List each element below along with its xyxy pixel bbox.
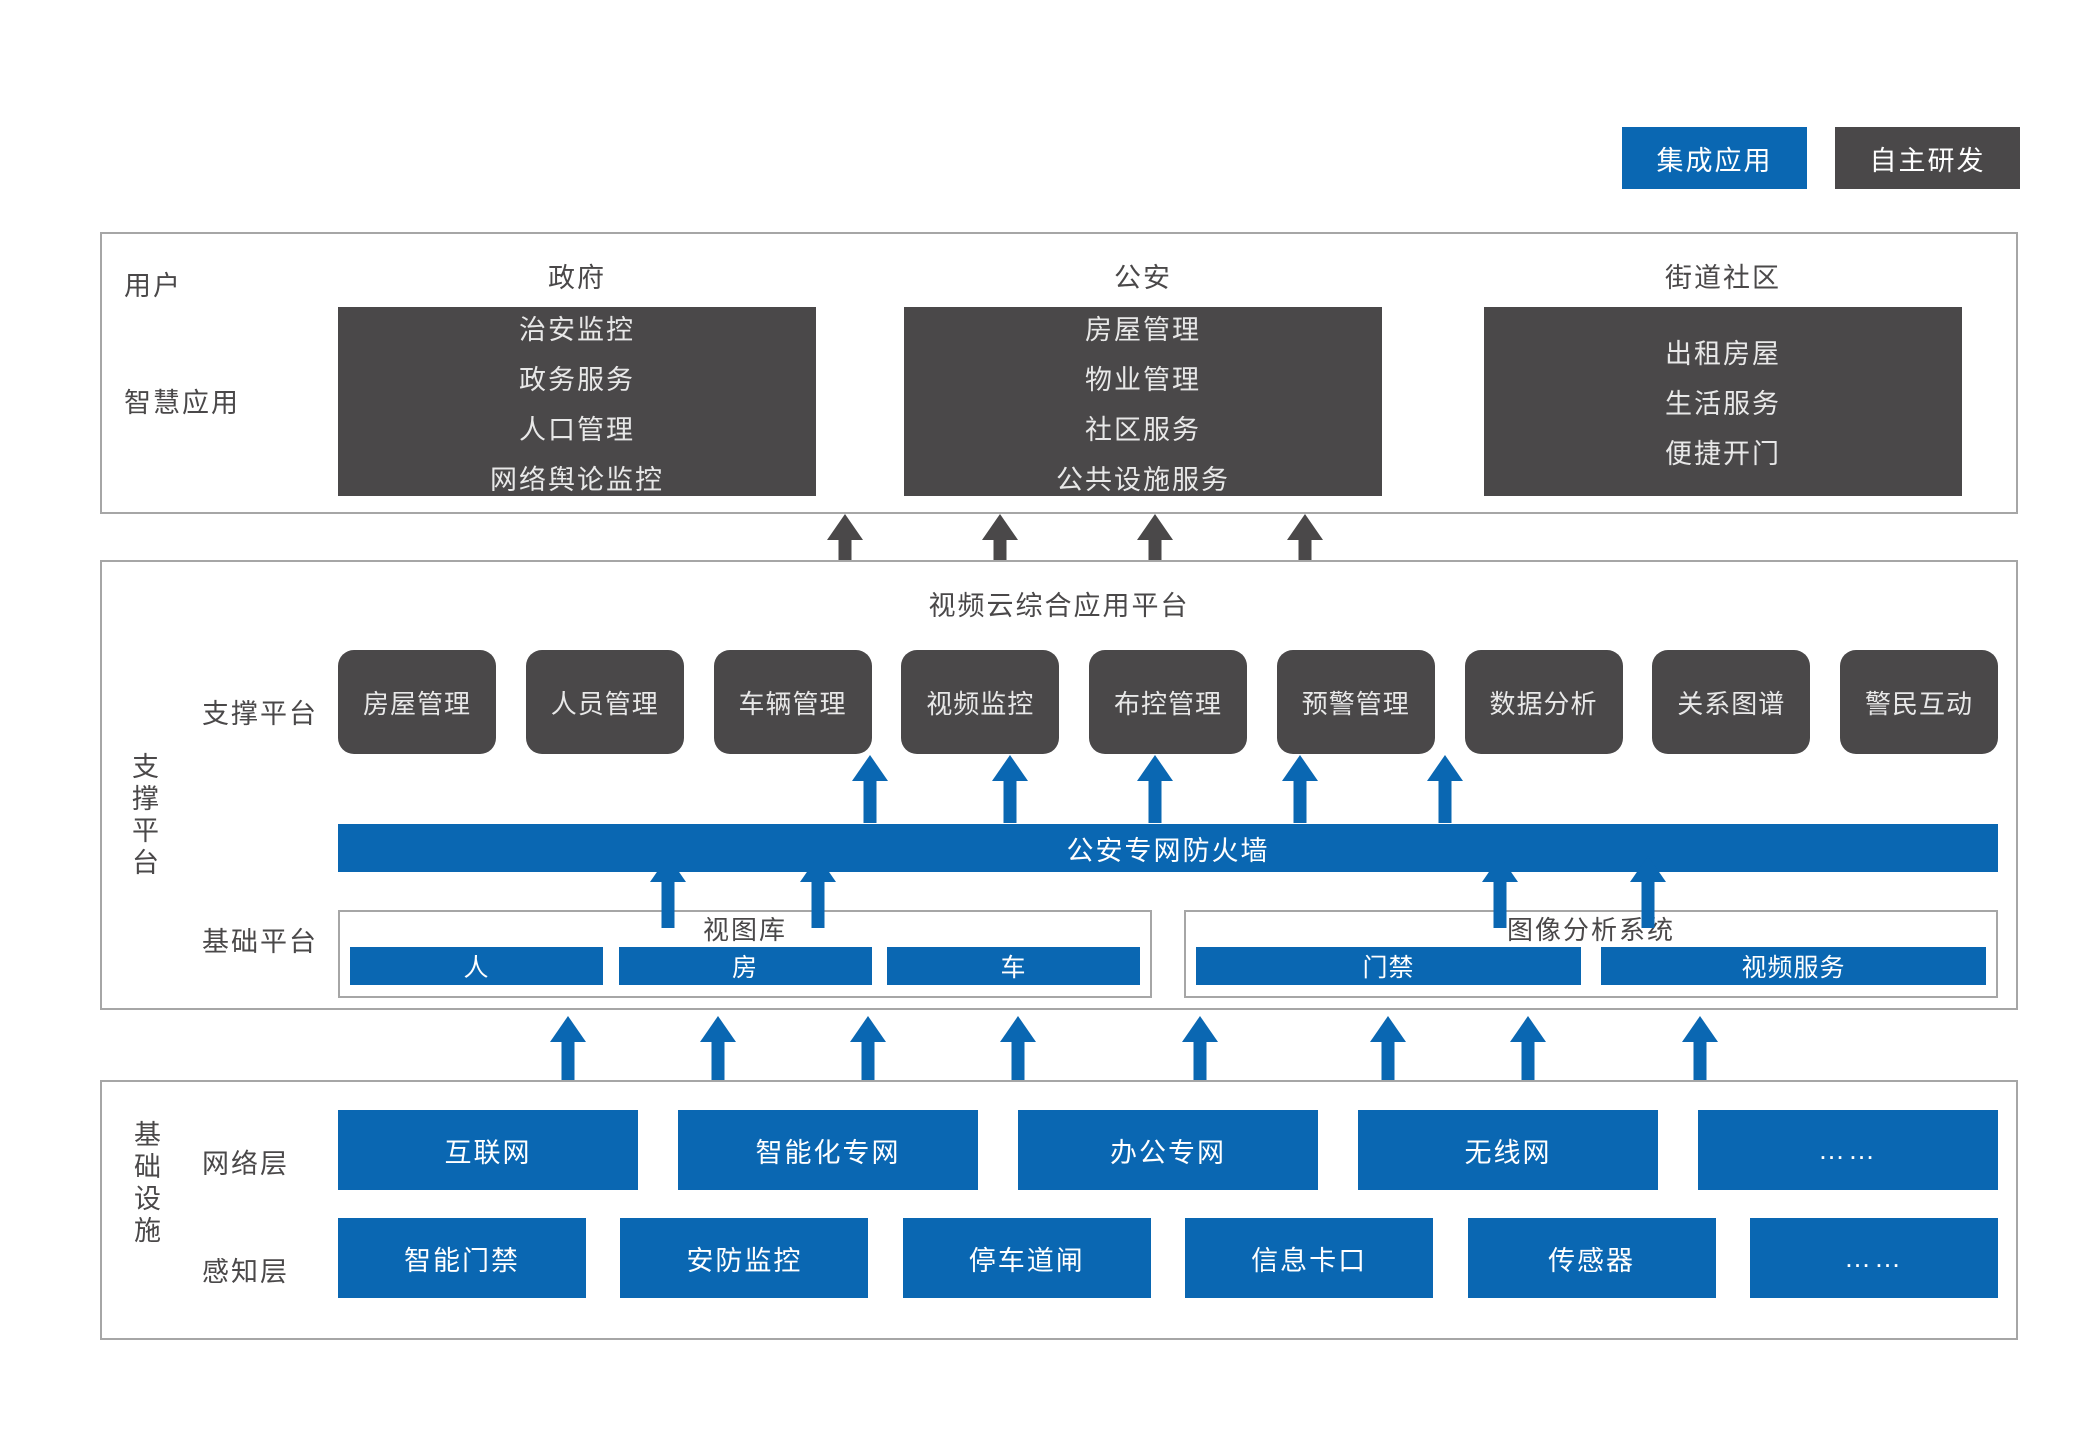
base-item-vehicle[interactable]: 车 — [887, 947, 1140, 985]
support-button-early-warning[interactable]: 预警管理 — [1276, 650, 1435, 754]
application-box-public-security: 房屋管理 物业管理 社区服务 公共设施服务 — [904, 307, 1382, 496]
base-group-items: 人 房 车 — [340, 947, 1150, 985]
application-item: 政务服务 — [519, 365, 635, 395]
base-item-person[interactable]: 人 — [350, 947, 603, 985]
sense-cell-information-checkpoint[interactable]: 信息卡口 — [1185, 1218, 1434, 1298]
application-item: 社区服务 — [1085, 415, 1201, 445]
support-button-police-public-interaction[interactable]: 警民互动 — [1840, 650, 1998, 754]
network-cell-office-private-network[interactable]: 办公专网 — [1018, 1110, 1318, 1190]
application-item: 治安监控 — [519, 315, 635, 345]
application-item: 公共设施服务 — [1056, 465, 1230, 495]
platform-layer-section: 视频云综合应用平台 支撑平台 支撑平台 基础平台 房屋管理 人员管理 车辆管理 … — [100, 560, 2018, 1010]
sense-cell-security-monitoring[interactable]: 安防监控 — [620, 1218, 869, 1298]
application-column-title: 公安 — [1114, 263, 1172, 293]
application-item: 生活服务 — [1665, 389, 1781, 419]
row-label-base-platform: 基础平台 — [202, 927, 318, 957]
base-group-items: 门禁 视频服务 — [1186, 947, 1996, 985]
legend-chip-label: 自主研发 — [1869, 145, 1986, 176]
support-button-vehicle-management[interactable]: 车辆管理 — [713, 650, 872, 754]
base-group-title: 图像分析系统 — [1506, 915, 1675, 945]
application-item: 网络舆论监控 — [490, 465, 664, 495]
network-layer-row: 互联网 智能化专网 办公专网 无线网 …… — [338, 1110, 1998, 1190]
support-button-data-analysis[interactable]: 数据分析 — [1464, 650, 1623, 754]
base-group-image-analysis-system: 图像分析系统 门禁 视频服务 — [1184, 910, 1998, 998]
row-label-user: 用户 — [124, 271, 182, 301]
platform-title: 视频云综合应用平台 — [928, 591, 1190, 621]
base-item-access-control[interactable]: 门禁 — [1196, 947, 1581, 985]
vertical-label-support-platform: 支撑平台 — [128, 752, 158, 880]
application-item: 物业管理 — [1085, 365, 1201, 395]
support-button-video-surveillance[interactable]: 视频监控 — [901, 650, 1060, 754]
application-column-title: 街道社区 — [1665, 263, 1781, 293]
support-button-relationship-graph[interactable]: 关系图谱 — [1652, 650, 1811, 754]
base-item-house[interactable]: 房 — [618, 947, 872, 985]
sense-cell-parking-barrier[interactable]: 停车道闸 — [902, 1218, 1151, 1298]
sense-cell-smart-access-control[interactable]: 智能门禁 — [338, 1218, 586, 1298]
sensing-layer-row: 智能门禁 安防监控 停车道闸 信息卡口 传感器 …… — [338, 1218, 1998, 1298]
base-item-video-service[interactable]: 视频服务 — [1601, 947, 1986, 985]
application-column-public-security: 公安 房屋管理 物业管理 社区服务 公共设施服务 — [904, 256, 1382, 496]
base-group-view-library: 视图库 人 房 车 — [338, 910, 1152, 998]
vertical-label-infrastructure: 基础设施 — [130, 1120, 160, 1248]
application-column-government: 政府 治安监控 政务服务 人口管理 网络舆论监控 — [338, 256, 816, 496]
network-cell-ellipsis[interactable]: …… — [1698, 1110, 1998, 1190]
row-label-support-platform: 支撑平台 — [202, 699, 318, 729]
support-button-house-management[interactable]: 房屋管理 — [338, 650, 496, 754]
application-item: 人口管理 — [519, 415, 635, 445]
support-button-deployment-control[interactable]: 布控管理 — [1089, 650, 1247, 754]
support-platform-button-row: 房屋管理 人员管理 车辆管理 视频监控 布控管理 预警管理 数据分析 关系图谱 … — [338, 650, 1998, 754]
legend-chip-integrated-app: 集成应用 — [1622, 127, 1807, 189]
row-label-network-layer: 网络层 — [202, 1149, 289, 1179]
application-item: 出租房屋 — [1665, 339, 1781, 369]
network-cell-internet[interactable]: 互联网 — [338, 1110, 638, 1190]
row-label-smart-app: 智慧应用 — [124, 388, 240, 418]
application-layer-section: 用户 智慧应用 政府 治安监控 政务服务 人口管理 网络舆论监控 公安 房屋管理… — [100, 232, 2018, 514]
infrastructure-layer-section: 基础设施 网络层 感知层 互联网 智能化专网 办公专网 无线网 …… 智能门禁 … — [100, 1080, 2018, 1340]
application-column-title: 政府 — [548, 263, 606, 293]
application-column-street-community: 街道社区 出租房屋 生活服务 便捷开门 — [1484, 256, 1962, 496]
support-button-personnel-management[interactable]: 人员管理 — [525, 650, 684, 754]
network-cell-wireless-network[interactable]: 无线网 — [1358, 1110, 1658, 1190]
firewall-bar: 公安专网防火墙 — [338, 824, 1998, 872]
legend-chip-self-developed: 自主研发 — [1835, 127, 2020, 189]
application-box-street-community: 出租房屋 生活服务 便捷开门 — [1484, 307, 1962, 496]
application-box-government: 治安监控 政务服务 人口管理 网络舆论监控 — [338, 307, 816, 496]
application-item: 便捷开门 — [1665, 439, 1781, 469]
legend: 集成应用 自主研发 — [1622, 127, 2020, 189]
base-group-title: 视图库 — [702, 915, 787, 945]
sense-cell-sensor[interactable]: 传感器 — [1467, 1218, 1716, 1298]
legend-chip-label: 集成应用 — [1656, 145, 1773, 176]
network-cell-intelligent-private-network[interactable]: 智能化专网 — [678, 1110, 978, 1190]
application-item: 房屋管理 — [1085, 315, 1201, 345]
firewall-label: 公安专网防火墙 — [1066, 835, 1270, 866]
sense-cell-ellipsis[interactable]: …… — [1749, 1218, 1998, 1298]
row-label-sensing-layer: 感知层 — [202, 1257, 289, 1287]
